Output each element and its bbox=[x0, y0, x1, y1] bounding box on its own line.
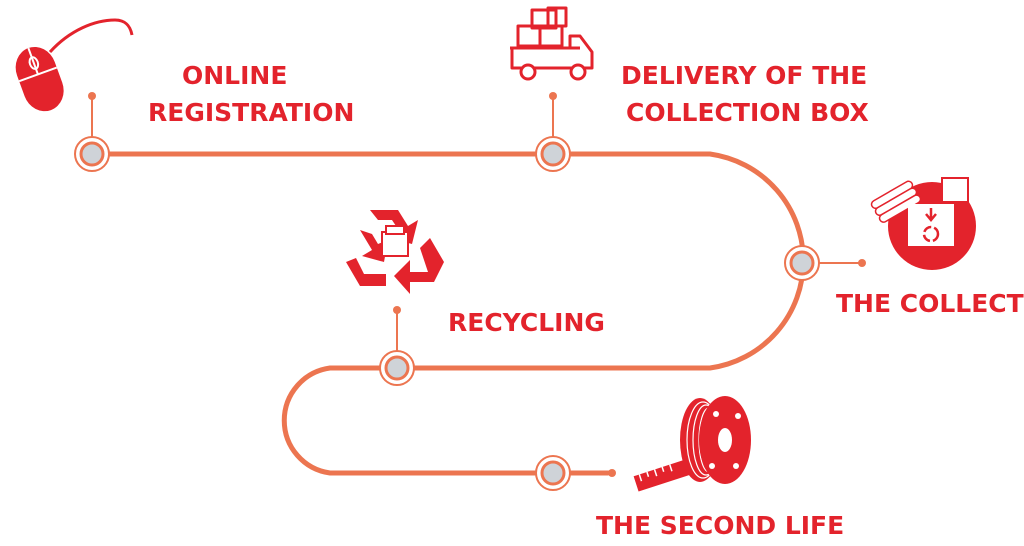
step-node-online-registration bbox=[74, 136, 110, 172]
delivery-truck-icon bbox=[510, 6, 594, 81]
label-online-registration: ONLINE REGISTRATION bbox=[148, 61, 354, 127]
label-line: REGISTRATION bbox=[148, 98, 354, 127]
step-node-collection bbox=[784, 245, 820, 281]
collection-box-icon bbox=[870, 177, 976, 270]
label-second-life: THE SECOND LIFE bbox=[596, 511, 844, 540]
connector-dots bbox=[88, 92, 866, 477]
step-node-second-life bbox=[535, 455, 571, 491]
label-line: COLLECTION BOX bbox=[626, 98, 869, 127]
recycling-symbol-icon bbox=[346, 210, 444, 294]
label-line: THE SECOND LIFE bbox=[596, 511, 844, 540]
label-delivery: DELIVERY OF THE COLLECTION BOX bbox=[621, 61, 876, 127]
computer-mouse-icon bbox=[15, 18, 134, 112]
step-node-delivery bbox=[535, 136, 571, 172]
filament-spool-icon bbox=[633, 396, 751, 492]
process-path bbox=[89, 151, 806, 476]
label-line: THE COLLECTION bbox=[836, 289, 1024, 318]
step-node-recycling bbox=[379, 350, 415, 386]
label-line: DELIVERY OF THE bbox=[621, 61, 867, 90]
label-recycling: RECYCLING bbox=[448, 308, 605, 337]
label-line: ONLINE bbox=[182, 61, 287, 90]
label-collection: THE COLLECTION bbox=[836, 289, 1024, 318]
label-line: RECYCLING bbox=[448, 308, 605, 337]
